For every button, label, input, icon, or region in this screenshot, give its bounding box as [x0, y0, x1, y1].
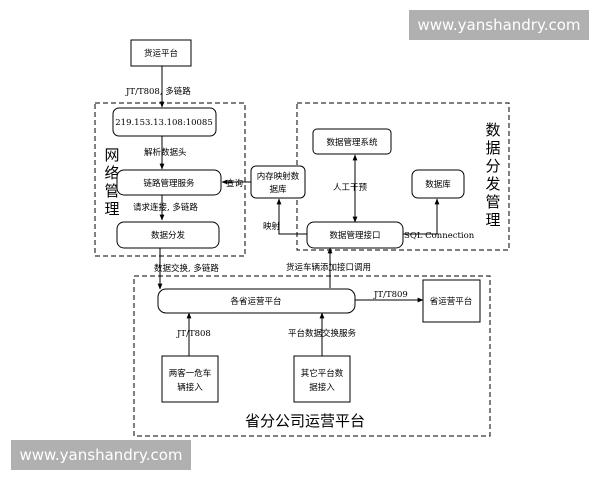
- link-management-service-box: 链路管理服务: [116, 169, 222, 196]
- data-management-system-box: 数据管理系统: [312, 128, 392, 155]
- provincial-platform-title: 省分公司运营平台: [245, 412, 365, 430]
- svg-text:辆接入: 辆接入: [177, 382, 203, 393]
- label-vehicle-interface-call: 货运车辆添加接口调用: [286, 262, 371, 273]
- province-operation-box: 省运营平台: [422, 279, 481, 323]
- label-sql-connection: SQL Connection: [404, 231, 475, 241]
- label-jt809: JT/T809: [373, 290, 408, 300]
- arrow-interface-to-memory: [276, 198, 307, 235]
- data-distribution-title: 数据分发管理: [485, 121, 500, 229]
- svg-text:据库: 据库: [269, 184, 287, 195]
- freight-platform-box: 货运平台: [130, 39, 192, 67]
- label-platform-exchange-service: 平台数据交换服务: [288, 328, 357, 339]
- svg-text:链路管理服务: 链路管理服务: [143, 178, 195, 189]
- label-jt808: JT/T808: [176, 329, 211, 339]
- watermark-top: www.yanshandry.com: [409, 10, 589, 40]
- provincial-platform-region: [133, 275, 491, 437]
- svg-text:两客一危车: 两客一危车: [169, 368, 212, 379]
- data-distribution-box: 数据分发: [116, 221, 220, 249]
- label-parse-header: 解析数据头: [144, 147, 187, 158]
- database-box: 数据库: [411, 169, 465, 199]
- ip-address-box: 219.153.13.108:10085: [112, 107, 217, 137]
- arrow-interface-to-database: [403, 198, 440, 235]
- other-platform-access-box: 其它平台数 据接入: [293, 355, 351, 403]
- data-management-interface-box: 数据管理接口: [306, 221, 404, 249]
- svg-text:各省运营平台: 各省运营平台: [230, 296, 281, 307]
- label-manual-intervention: 人工干预: [333, 182, 368, 193]
- provincial-operation-platform-box: 各省运营平台: [157, 288, 356, 314]
- svg-text:数据管理系统: 数据管理系统: [326, 137, 378, 148]
- svg-text:数据库: 数据库: [425, 179, 451, 190]
- label-mapping: 映射: [263, 221, 281, 232]
- label-request-connect: 请求连接, 多链路: [133, 202, 198, 213]
- svg-text:据接入: 据接入: [309, 382, 335, 393]
- svg-text:数据分发: 数据分发: [151, 230, 186, 241]
- watermark-bottom: www.yanshandry.com: [11, 440, 191, 470]
- network-management-region: [94, 102, 246, 257]
- svg-text:省运营平台: 省运营平台: [430, 296, 473, 307]
- network-management-title: 网络管理: [104, 146, 119, 218]
- svg-text:数据管理接口: 数据管理接口: [329, 230, 380, 241]
- label-query: 查询: [226, 178, 243, 189]
- svg-text:内存映射数: 内存映射数: [257, 171, 300, 182]
- label-data-exchange: 数据交换, 多链路: [154, 263, 219, 274]
- two-vehicle-access-box: 两客一危车 辆接入: [161, 355, 219, 403]
- svg-text:其它平台数: 其它平台数: [301, 368, 344, 379]
- label-jt808-multilink: JT/T808, 多链路: [125, 86, 191, 97]
- svg-text:货运平台: 货运平台: [144, 48, 178, 59]
- svg-text:219.153.13.108:10085: 219.153.13.108:10085: [115, 118, 213, 128]
- memory-mapped-db-box: 内存映射数 据库: [250, 165, 306, 199]
